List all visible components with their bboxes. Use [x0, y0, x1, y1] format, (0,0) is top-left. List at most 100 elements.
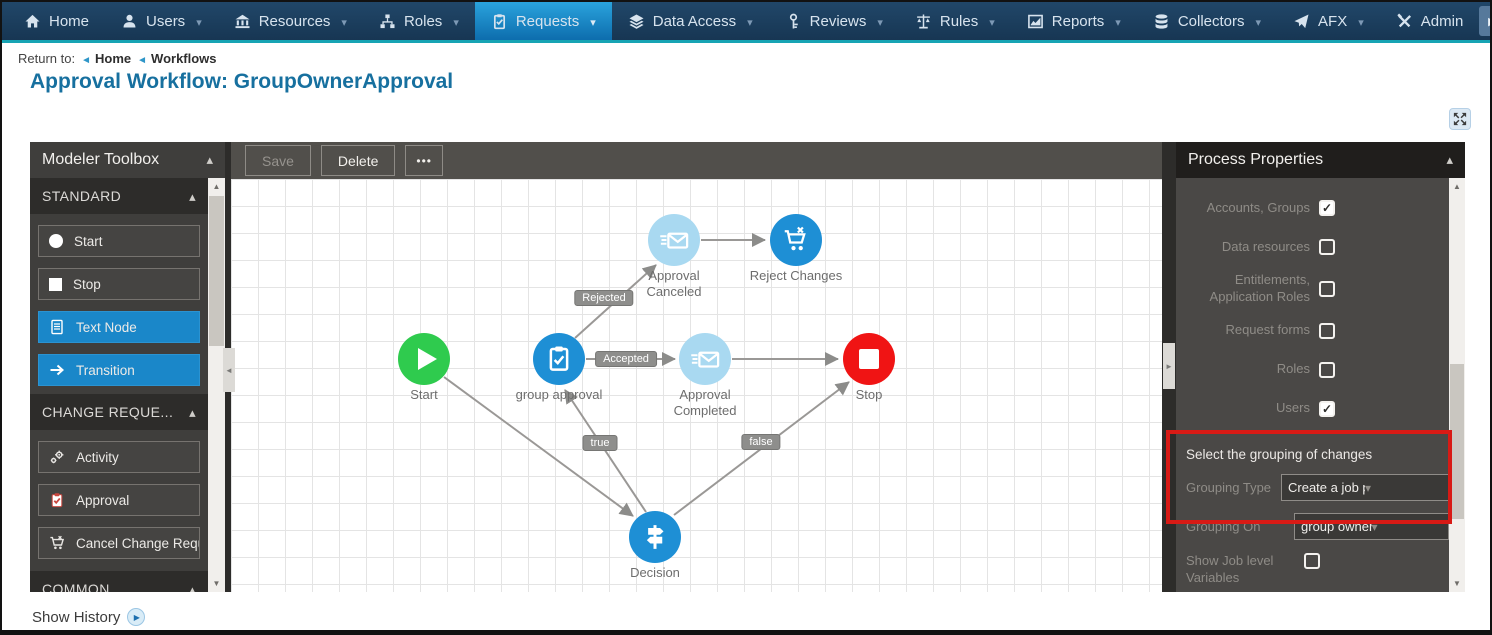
- request-forms-checkbox[interactable]: [1319, 322, 1335, 339]
- property-row: Request forms: [1176, 317, 1449, 345]
- property-row: Roles: [1176, 356, 1449, 384]
- nav-item-reports[interactable]: Reports: [1011, 2, 1137, 40]
- entitlements-checkbox[interactable]: [1319, 280, 1335, 297]
- nav-item-data-access[interactable]: Data Access: [612, 2, 769, 40]
- toolbox-item-transition[interactable]: Transition: [38, 354, 200, 386]
- show-job-level-variables-checkbox[interactable]: [1304, 552, 1320, 569]
- toolbox-item-stop[interactable]: Stop: [38, 268, 200, 300]
- node-decision[interactable]: [629, 511, 681, 563]
- properties-scrollbar-thumb[interactable]: [1450, 364, 1464, 519]
- workflow-canvas-region: Save Delete •••: [231, 142, 1162, 592]
- nav-item-roles[interactable]: Roles: [363, 2, 475, 40]
- right-panel-collapse-handle[interactable]: ►: [1163, 343, 1175, 389]
- workflow-canvas[interactable]: Start group approval Approval Canceled R…: [231, 179, 1162, 592]
- edge-label-rejected[interactable]: Rejected: [574, 290, 634, 306]
- toolbox-item-activity[interactable]: Activity: [38, 441, 200, 473]
- nav-overflow-button[interactable]: ▶: [1479, 6, 1490, 36]
- toolbox-item-text-node[interactable]: Text Node: [38, 311, 200, 343]
- nav-item-home[interactable]: Home: [8, 2, 105, 40]
- roles-icon: [380, 13, 395, 28]
- save-button[interactable]: Save: [245, 145, 311, 176]
- caret-down-icon: [193, 13, 202, 30]
- breadcrumb-prefix: Return to:: [18, 51, 76, 66]
- node-group-approval[interactable]: [533, 333, 585, 385]
- breadcrumb-link-workflows[interactable]: Workflows: [137, 51, 217, 66]
- grouping-heading: Select the grouping of changes: [1186, 446, 1373, 462]
- nav-item-resources[interactable]: Resources: [218, 2, 363, 40]
- nav-item-requests[interactable]: Requests: [474, 2, 612, 40]
- data-resources-checkbox[interactable]: [1319, 239, 1335, 255]
- accounts-groups-checkbox[interactable]: [1319, 200, 1335, 216]
- nav-item-users[interactable]: Users: [105, 2, 218, 40]
- afx-icon: [1294, 13, 1309, 28]
- nav-item-rules[interactable]: Rules: [899, 2, 1011, 40]
- caret-down-icon: [1365, 480, 1442, 495]
- caret-down-icon: [874, 13, 883, 30]
- caret-down-icon: [1372, 519, 1443, 534]
- toolbox-item-cancel-change-request[interactable]: Cancel Change Requ...: [38, 527, 200, 559]
- collectors-icon: [1155, 13, 1168, 29]
- nav-item-collectors[interactable]: Collectors: [1137, 2, 1277, 40]
- toolbox-section-common[interactable]: COMMON: [30, 571, 208, 592]
- node-label: Decision: [630, 565, 680, 580]
- node-approval-completed[interactable]: [679, 333, 731, 385]
- nav-label: Admin: [1420, 12, 1464, 30]
- node-approval-canceled[interactable]: [648, 214, 700, 266]
- breadcrumb-link-home[interactable]: Home: [81, 51, 131, 66]
- nav-label: Home: [49, 12, 90, 30]
- node-stop[interactable]: [843, 333, 895, 385]
- roles-checkbox[interactable]: [1319, 361, 1335, 378]
- toolbox-section-change-request[interactable]: CHANGE REQUE...: [30, 394, 208, 430]
- toolbox-section-standard[interactable]: STANDARD: [30, 178, 208, 214]
- grouping-on-select[interactable]: group owner: [1294, 512, 1449, 540]
- left-panel-collapse-handle[interactable]: ◄: [223, 348, 235, 392]
- toolbox-scrollbar-thumb[interactable]: [209, 196, 224, 346]
- nav-label: Reports: [1051, 12, 1105, 30]
- collapse-triangle-icon: [206, 151, 213, 169]
- toolbox-item-start[interactable]: Start: [38, 225, 200, 257]
- start-circle-icon: [49, 234, 63, 248]
- nav-label: AFX: [1318, 12, 1348, 30]
- nav-label: Resources: [258, 12, 331, 30]
- users-icon: [123, 14, 136, 27]
- breadcrumb: Return to: Home Workflows: [18, 51, 217, 66]
- scroll-up-icon[interactable]: ▲: [212, 182, 221, 191]
- scroll-down-icon[interactable]: ▼: [212, 579, 221, 588]
- caret-down-icon: [338, 13, 347, 30]
- nav-item-afx[interactable]: AFX: [1277, 2, 1380, 40]
- toolbox-header[interactable]: Modeler Toolbox: [30, 142, 225, 178]
- reviews-icon: [789, 13, 798, 29]
- modeler-toolbox-panel: Modeler Toolbox STANDARD Start Stop Text: [30, 142, 225, 592]
- edge-label-accepted[interactable]: Accepted: [595, 351, 657, 367]
- node-reject-changes[interactable]: [770, 214, 822, 266]
- nav-label: Reviews: [809, 12, 867, 30]
- grouping-type-select[interactable]: Create a job per group, gr: [1281, 473, 1449, 501]
- node-start[interactable]: [398, 333, 450, 385]
- toolbox-item-approval[interactable]: Approval: [38, 484, 200, 516]
- stop-square-icon: [859, 349, 879, 369]
- edge-label-false[interactable]: false: [741, 434, 781, 450]
- nav-item-reviews[interactable]: Reviews: [769, 2, 899, 40]
- show-history-link[interactable]: Show History: [32, 608, 146, 626]
- scroll-up-icon[interactable]: ▲: [1453, 182, 1461, 191]
- properties-scrollbar[interactable]: ▲ ▼: [1449, 178, 1465, 592]
- collapse-triangle-icon: [1446, 151, 1453, 169]
- node-label: Approval Canceled: [646, 268, 702, 300]
- requests-icon: [493, 13, 505, 29]
- data-access-icon: [629, 13, 644, 29]
- process-properties-panel: Process Properties Accounts, Groups Data…: [1176, 142, 1465, 592]
- node-label: Start: [410, 387, 438, 402]
- stop-square-icon: [49, 277, 62, 291]
- more-options-button[interactable]: •••: [405, 145, 443, 176]
- nav-item-admin[interactable]: Admin: [1380, 2, 1480, 40]
- edge-label-true[interactable]: true: [582, 435, 618, 451]
- caret-down-icon: [1112, 13, 1121, 30]
- nav-label: Collectors: [1177, 12, 1245, 30]
- users-checkbox[interactable]: [1319, 400, 1335, 417]
- delete-button[interactable]: Delete: [320, 145, 396, 176]
- fullscreen-button[interactable]: [1449, 108, 1471, 130]
- scroll-down-icon[interactable]: ▼: [1453, 579, 1461, 588]
- properties-header[interactable]: Process Properties: [1176, 142, 1465, 178]
- toolbox-scrollbar[interactable]: ▲ ▼: [208, 178, 225, 592]
